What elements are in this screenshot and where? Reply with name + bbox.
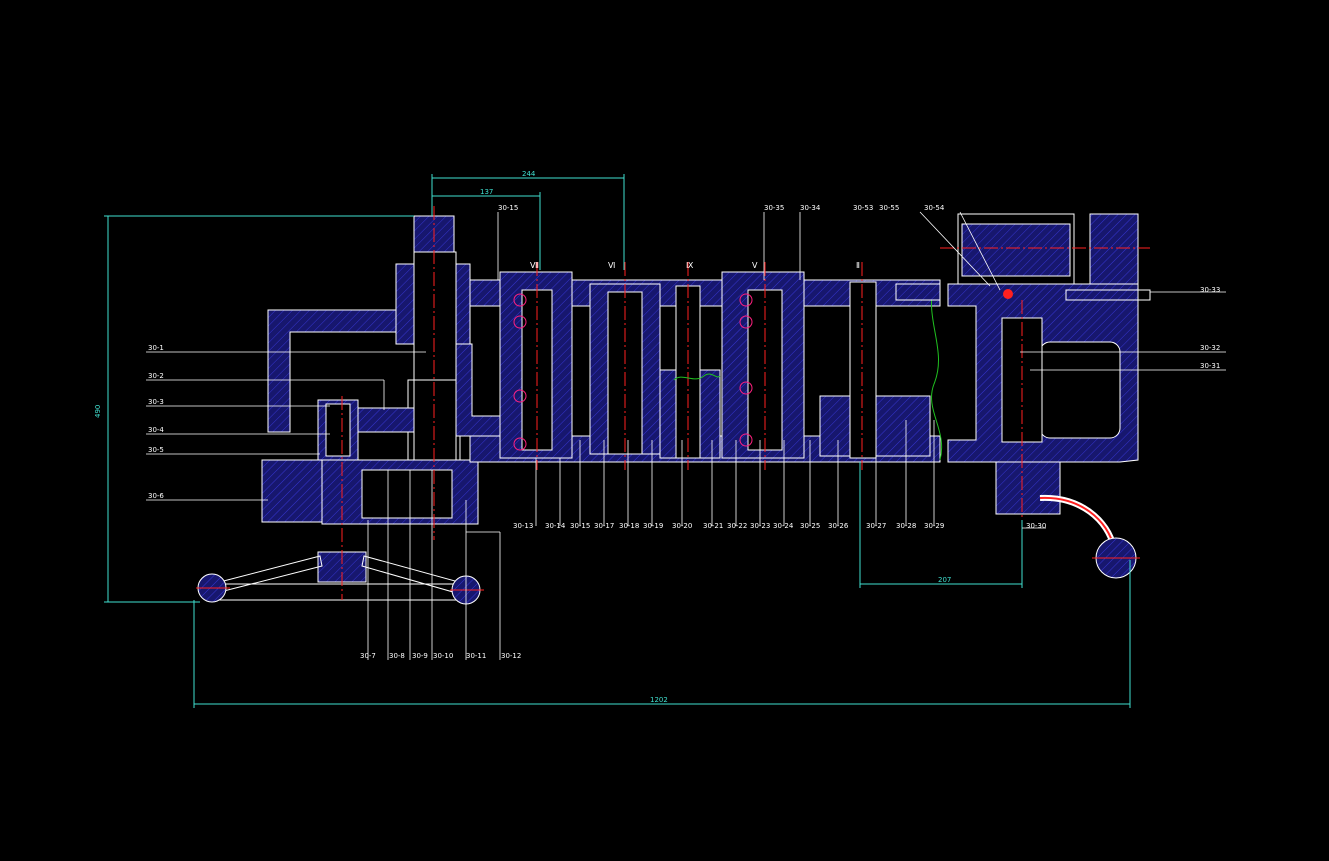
dimension-lines: [104, 174, 1131, 708]
handwheel-spoke-right: [361, 555, 467, 595]
handwheel-rim: [211, 583, 467, 601]
bearing: [513, 437, 527, 451]
part-label: 30-24: [773, 522, 794, 530]
base-cavity: [361, 469, 453, 519]
worm-end-block: [1089, 213, 1139, 285]
part-label: 30-13: [513, 522, 533, 530]
central-gearbox: [469, 262, 943, 470]
bearing: [513, 389, 527, 403]
bearing: [739, 315, 753, 329]
pivot-pin: [1003, 289, 1013, 299]
part-label: 30-5: [148, 446, 164, 454]
shaft-numeral-ii: Ⅱ: [856, 261, 860, 270]
part-label: 30-33: [1200, 286, 1220, 294]
part-label: 30-3: [148, 398, 164, 406]
part-label: 30-22: [727, 522, 747, 530]
bearing: [739, 381, 753, 395]
part-label: 30-8: [389, 652, 405, 660]
worm-housing: [957, 213, 1075, 285]
right-housing-cavity: [1039, 341, 1121, 439]
part-label: 30-55: [879, 204, 899, 212]
bearing: [739, 293, 753, 307]
handwheel-spoke-left: [211, 555, 323, 593]
shaft-numeral-vii: Ⅶ: [530, 261, 539, 270]
dim-left-height: 490: [94, 405, 102, 418]
part-label: 30-17: [594, 522, 614, 530]
part-label: 30-18: [619, 522, 639, 530]
bearing: [513, 315, 527, 329]
shaft-numeral-vi: Ⅵ: [608, 261, 615, 270]
base-housing: [261, 459, 325, 523]
part-label: 30-15: [570, 522, 590, 530]
mid-arm: [355, 407, 415, 433]
dim-right-lower: 207: [938, 576, 951, 584]
part-label: 30-32: [1200, 344, 1220, 352]
part-label: 30-35: [764, 204, 784, 212]
part-label: 30-54: [924, 204, 945, 212]
break-line-left: [673, 373, 721, 381]
part-label: 30-29: [924, 522, 944, 530]
part-label: 30-34: [800, 204, 821, 212]
dim-bottom-overall: 1202: [650, 696, 668, 704]
break-line-right: [930, 283, 943, 461]
part-label: 30-1: [148, 344, 164, 352]
part-label: 30-7: [360, 652, 376, 660]
part-label: 30-2: [148, 372, 164, 380]
right-lower-boss: [995, 461, 1061, 515]
bearing: [739, 433, 753, 447]
part-label: 30-27: [866, 522, 886, 530]
part-label: 30-11: [466, 652, 486, 660]
right-web: [455, 343, 501, 437]
bearing: [513, 293, 527, 307]
right-housing-assembly: [940, 213, 1151, 579]
break-strip: [895, 283, 941, 301]
part-label: 30-31: [1200, 362, 1220, 370]
part-label: 30-6: [148, 492, 164, 500]
left-column-assembly: [196, 206, 501, 605]
part-label: 30-9: [412, 652, 428, 660]
part-label: 30-14: [545, 522, 566, 530]
part-label: 30-15: [498, 204, 518, 212]
part-label: 30-4: [148, 426, 164, 434]
dim-top-outer: 244: [522, 170, 536, 178]
left-gear-hub: [325, 403, 351, 457]
part-label: 30-12: [501, 652, 521, 660]
part-label: 30-20: [672, 522, 692, 530]
right-side-bolt: [1065, 289, 1151, 301]
shaft-numeral-v: Ⅴ: [752, 261, 758, 270]
shaft-ii-bore: [849, 281, 877, 459]
leader-lines: [146, 211, 1226, 660]
part-label: 30-25: [800, 522, 820, 530]
vertical-column: [413, 251, 457, 463]
part-label: 30-10: [433, 652, 453, 660]
part-label: 30-53: [853, 204, 873, 212]
part-label: 30-30: [1026, 522, 1046, 530]
part-label: 30-28: [896, 522, 916, 530]
worm-gear: [961, 223, 1071, 277]
part-label: 30-26: [828, 522, 849, 530]
dim-top-inner: 137: [480, 188, 493, 196]
part-label: 30-21: [703, 522, 723, 530]
part-label: 30-23: [750, 522, 770, 530]
part-label: 30-19: [643, 522, 663, 530]
shaft-numeral-ix: Ⅸ: [686, 261, 694, 270]
